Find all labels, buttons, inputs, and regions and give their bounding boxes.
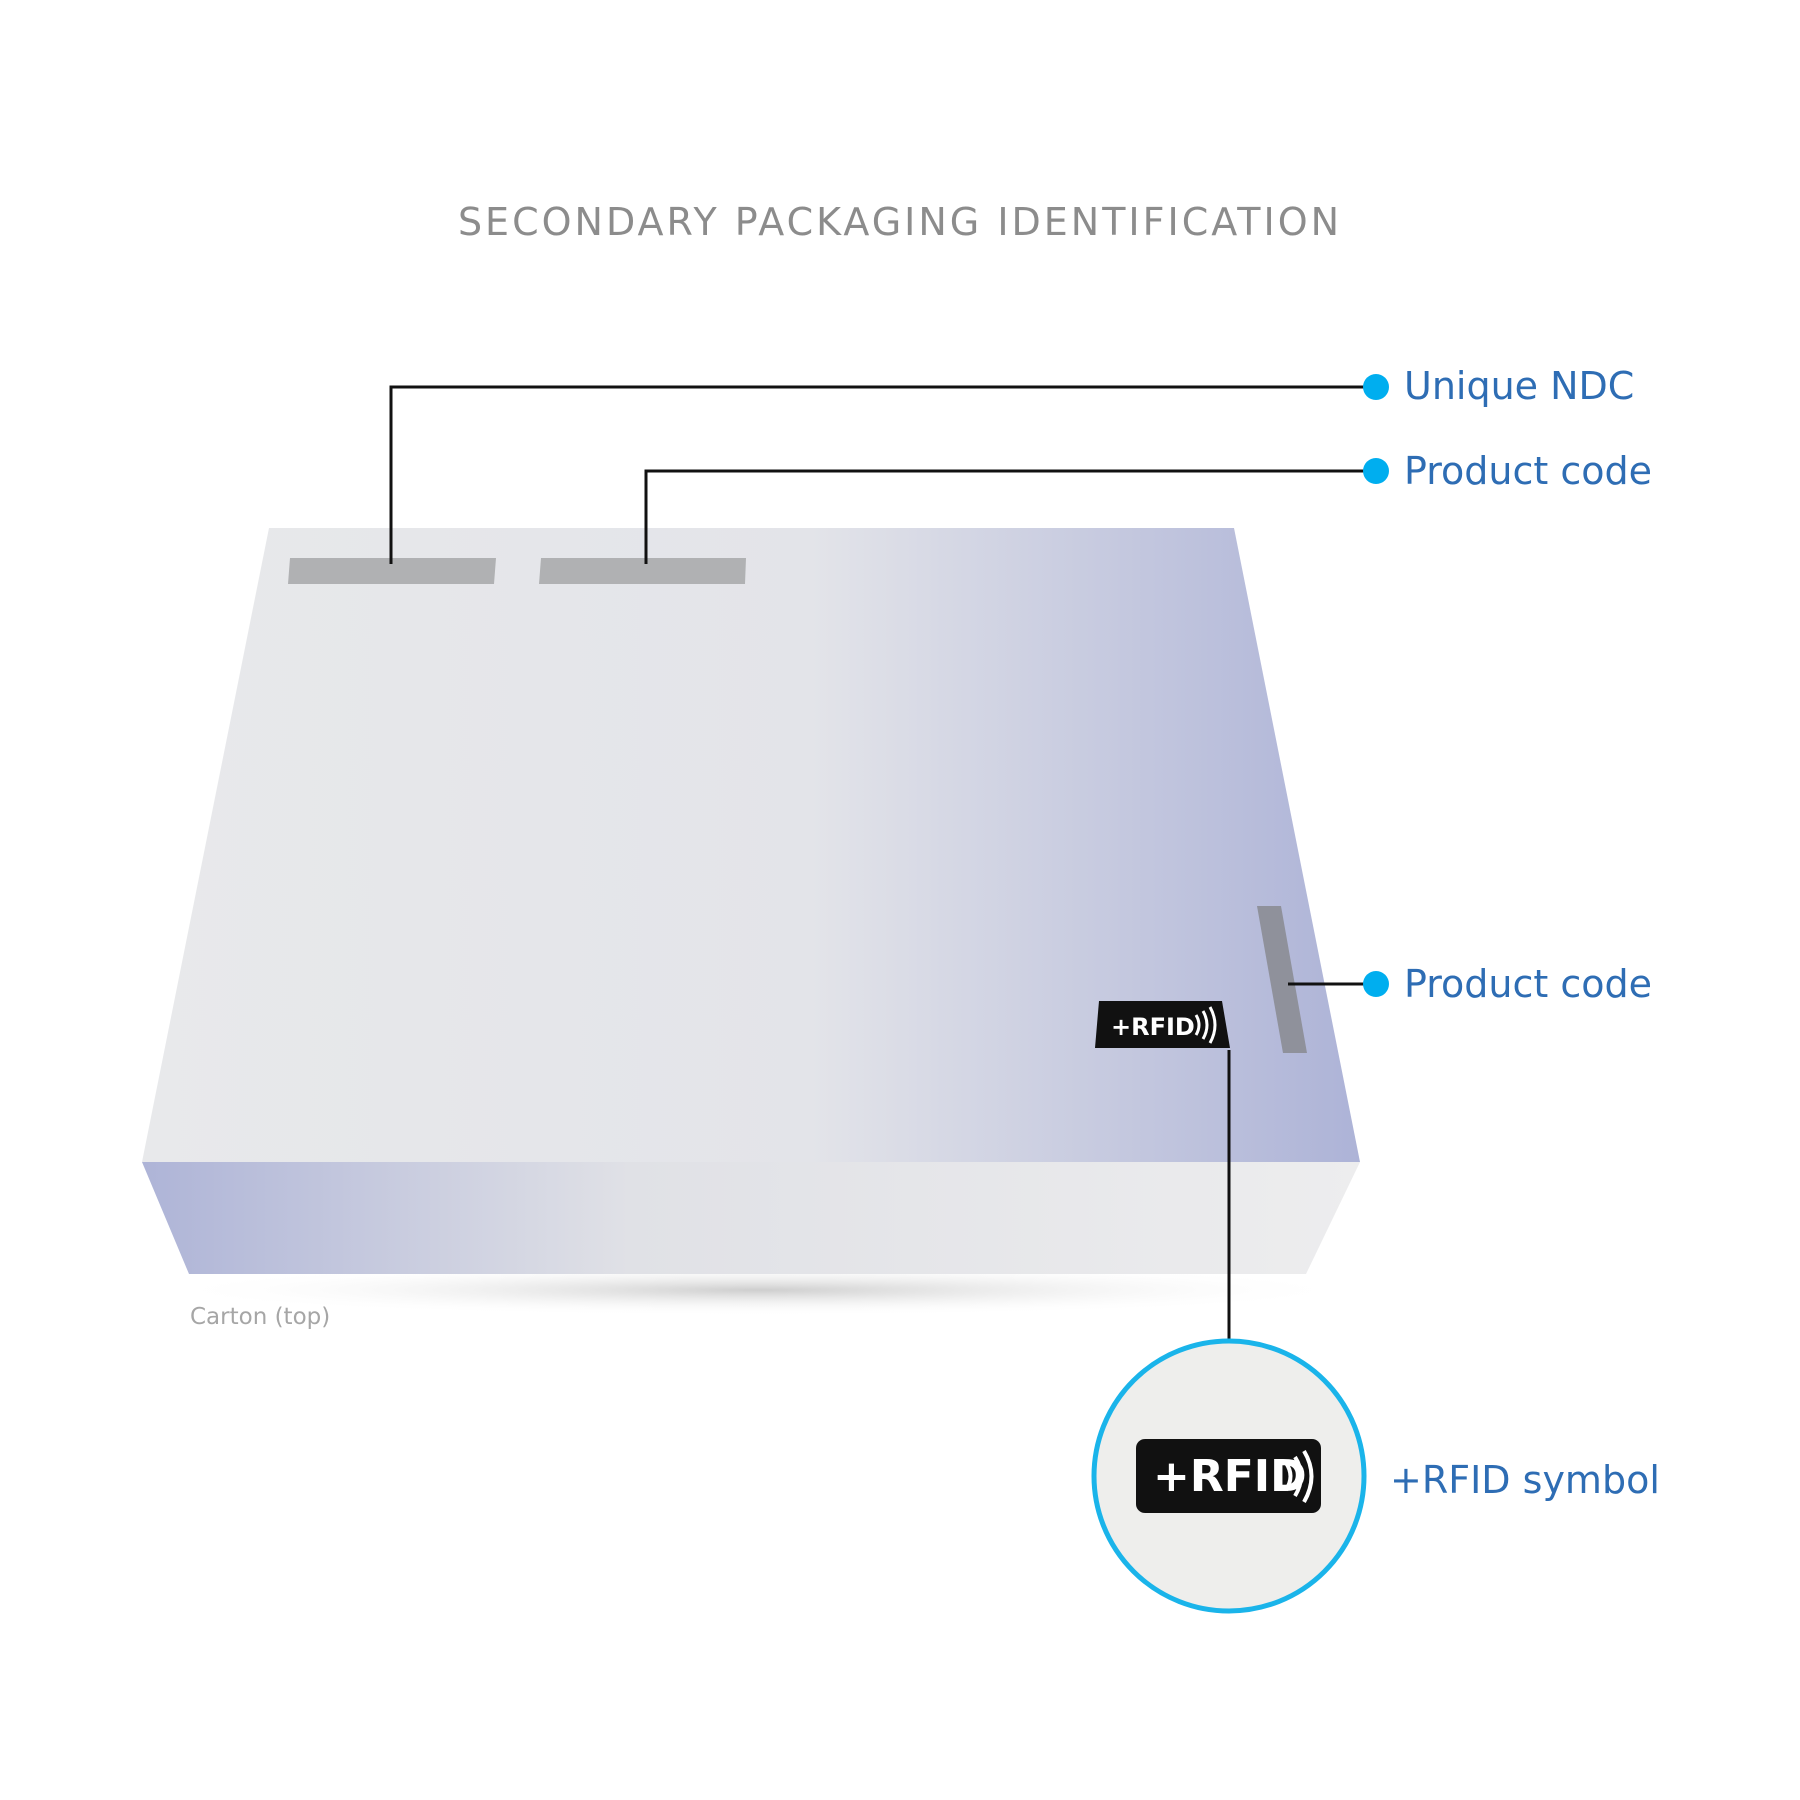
callout-label-rfid-symbol: +RFID symbol: [1390, 1458, 1660, 1502]
rfid-badge-small-text: +RFID: [1111, 1013, 1195, 1041]
product-code-label-strip: [539, 558, 746, 584]
carton-shadow: [158, 1264, 1358, 1316]
callout-label-product-code-top: Product code: [1404, 449, 1653, 493]
callout-dot-product-code-side: [1363, 971, 1389, 997]
diagram-title: SECONDARY PACKAGING IDENTIFICATION: [457, 200, 1343, 244]
callout-dot-unique-ndc: [1363, 374, 1389, 400]
rfid-badge-large-text: +RFID: [1153, 1451, 1307, 1502]
carton-top-face: [142, 528, 1360, 1162]
callout-label-unique-ndc: Unique NDC: [1404, 364, 1635, 408]
leader-unique-ndc: [389, 385, 1376, 564]
rfid-badge-small: +RFID: [1095, 1001, 1230, 1048]
callout-label-product-code-side: Product code: [1404, 962, 1653, 1006]
callout-dot-product-code-top: [1363, 458, 1389, 484]
carton-caption: Carton (top): [190, 1304, 331, 1330]
leader-lines: [389, 385, 1376, 1340]
side-product-code-strip: [1257, 906, 1307, 1053]
rfid-badge-large: +RFID: [1136, 1439, 1321, 1513]
carton-front-face: [142, 1162, 1360, 1274]
ndc-label-strip: [288, 558, 496, 584]
leader-product-code-top: [644, 469, 1376, 564]
